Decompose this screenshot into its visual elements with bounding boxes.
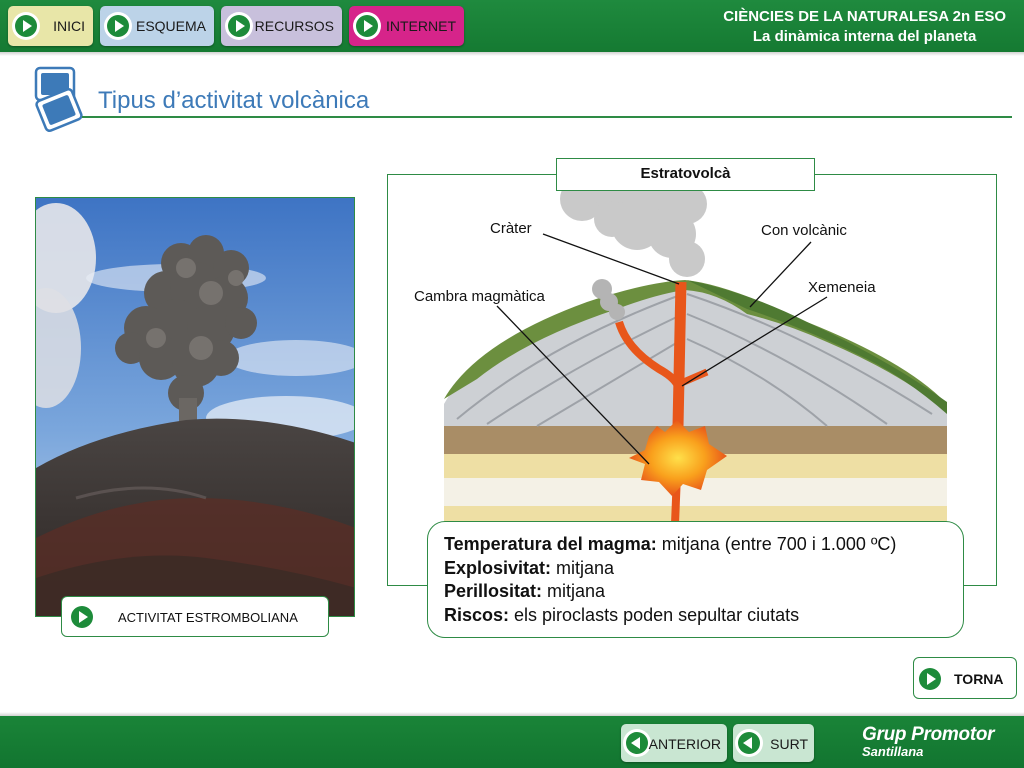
- surt-label: SURT: [770, 736, 808, 752]
- info-row-danger: Perillositat: mitjana: [444, 581, 606, 601]
- header-unit: La dinàmica interna del planeta: [752, 28, 977, 45]
- play-icon: [916, 665, 944, 693]
- cone-label: Con volcànic: [761, 222, 847, 239]
- diagram-title: Estratovolcà: [556, 158, 815, 191]
- publisher-logo: Grup Promotor Santillana: [862, 724, 995, 759]
- photo-caption: ACTIVITAT ESTROMBOLIANA: [118, 610, 298, 625]
- torna-button[interactable]: TORNA: [913, 657, 1017, 699]
- internet-button[interactable]: INTERNET: [349, 6, 464, 46]
- surt-button[interactable]: SURT: [733, 724, 814, 762]
- inici-label: INICI: [53, 18, 85, 34]
- brand-name: Grup Promotor: [862, 724, 995, 745]
- anterior-button[interactable]: ANTERIOR: [621, 724, 727, 762]
- info-row-risks: Riscos: els piroclasts poden sepultar ci…: [444, 604, 800, 625]
- chimney-label: Xemeneia: [808, 279, 876, 296]
- play-left-icon: [735, 729, 763, 757]
- bottom-bar: [0, 712, 1024, 768]
- page-title: Tipus d’activitat volcànica: [98, 87, 370, 114]
- info-box: Temperatura del magma: mitjana (entre 70…: [427, 521, 964, 638]
- stratovolcano-diagram: [444, 174, 947, 525]
- info-row-temperature: Temperatura del magma: mitjana (entre 70…: [444, 534, 897, 554]
- play-icon: [353, 12, 381, 40]
- info-row-explosivity: Explosivitat: mitjana: [444, 557, 615, 578]
- header-title: CIÈNCIES DE LA NATURALESA 2n ESO La dinà…: [723, 7, 1006, 47]
- play-icon: [104, 12, 132, 40]
- inici-button[interactable]: INICI: [8, 6, 93, 46]
- torna-label: TORNA: [954, 671, 1004, 687]
- internet-label: INTERNET: [386, 18, 456, 34]
- recursos-button[interactable]: RECURSOS: [221, 6, 342, 46]
- recursos-label: RECURSOS: [254, 18, 334, 34]
- crater-label: Cràter: [490, 220, 532, 237]
- brand-sub: Santillana: [862, 744, 924, 759]
- esquema-button[interactable]: ESQUEMA: [100, 6, 214, 46]
- chamber-label: Cambra magmàtica: [414, 288, 545, 305]
- play-icon: [68, 603, 96, 631]
- anterior-label: ANTERIOR: [648, 736, 721, 752]
- play-left-icon: [623, 729, 651, 757]
- title-divider: [82, 116, 1012, 118]
- play-icon: [225, 12, 253, 40]
- header-subject: CIÈNCIES DE LA NATURALESA 2n ESO: [723, 8, 1006, 25]
- strombolian-activity-button[interactable]: ACTIVITAT ESTROMBOLIANA: [61, 596, 329, 637]
- slides-icon: [34, 66, 83, 132]
- esquema-label: ESQUEMA: [135, 18, 206, 34]
- volcano-photo: [35, 197, 355, 617]
- play-icon: [12, 12, 40, 40]
